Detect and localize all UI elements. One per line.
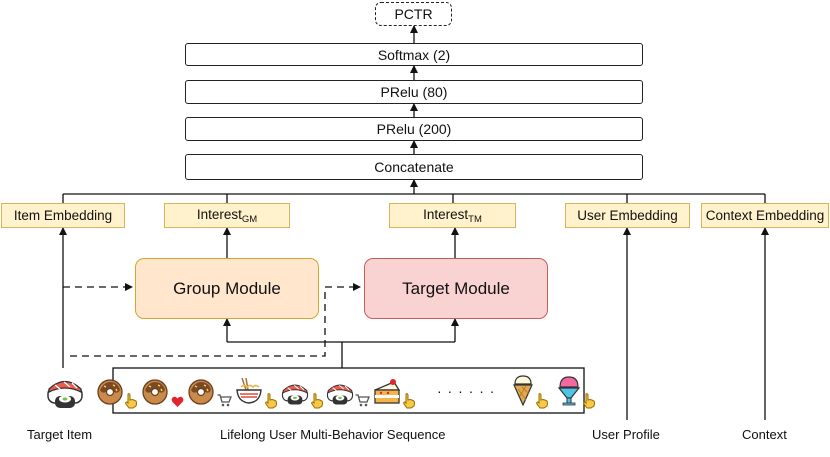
softmax-layer: Softmax (2) [185, 43, 643, 66]
concatenate-label: Concatenate [374, 159, 454, 175]
user-embedding: User Embedding [565, 203, 690, 228]
prelu-80-layer: PRelu (80) [185, 80, 643, 104]
prelu-80-label: PRelu (80) [380, 84, 448, 100]
user-profile-label: User Profile [592, 427, 660, 442]
noodle-bowl-icon [236, 377, 262, 404]
softmax-label: Softmax (2) [377, 46, 451, 63]
donut-icon [97, 379, 123, 405]
pctr-label: PCTR [394, 6, 433, 22]
donut-icon [142, 379, 168, 405]
sushi-icon [326, 384, 354, 405]
concatenate-layer: Concatenate [185, 154, 643, 180]
sushi-icon [281, 384, 309, 405]
group-module-label: Group Module [173, 278, 281, 298]
interest-tm-embedding: InterestTM [389, 203, 516, 228]
shaved-ice-icon [557, 376, 581, 406]
click-hand-icon [265, 393, 277, 409]
item-embedding-label: Item Embedding [13, 208, 113, 223]
item-embedding: Item Embedding [1, 203, 125, 228]
context-embedding-label: Context Embedding [705, 208, 825, 223]
click-hand-icon [403, 393, 415, 409]
context-embedding: Context Embedding [701, 203, 829, 228]
target-module-label: Target Module [402, 278, 510, 298]
heart-icon [171, 396, 184, 407]
target-module: Target Module [364, 258, 548, 319]
click-hand-icon [311, 393, 323, 409]
sushi-icon [47, 380, 83, 408]
cake-icon [374, 379, 401, 404]
pctr-output: PCTR [375, 2, 452, 26]
group-module: Group Module [135, 258, 319, 319]
interest-gm-label: InterestGM [196, 206, 258, 225]
donut-icon [188, 379, 214, 405]
interest-gm-embedding: InterestGM [164, 203, 290, 228]
click-hand-icon [125, 393, 137, 409]
interest-tm-label: InterestTM [423, 206, 482, 225]
cart-icon [217, 394, 232, 407]
ice-cream-icon [513, 375, 533, 406]
dashed-arrow-target-item-to-target-module [70, 283, 361, 357]
cart-icon [355, 394, 370, 407]
click-hand-icon [536, 393, 548, 409]
sequence-label: Lifelong User Multi-Behavior Sequence [220, 427, 446, 442]
target-item-label: Target Item [27, 427, 93, 442]
sequence-ellipsis: · · · · · · [437, 383, 496, 399]
context-label: Context [742, 427, 787, 442]
prelu-200-label: PRelu (200) [376, 121, 452, 137]
prelu-200-layer: PRelu (200) [185, 117, 643, 141]
user-embedding-label: User Embedding [577, 208, 678, 223]
click-hand-icon [583, 393, 595, 409]
